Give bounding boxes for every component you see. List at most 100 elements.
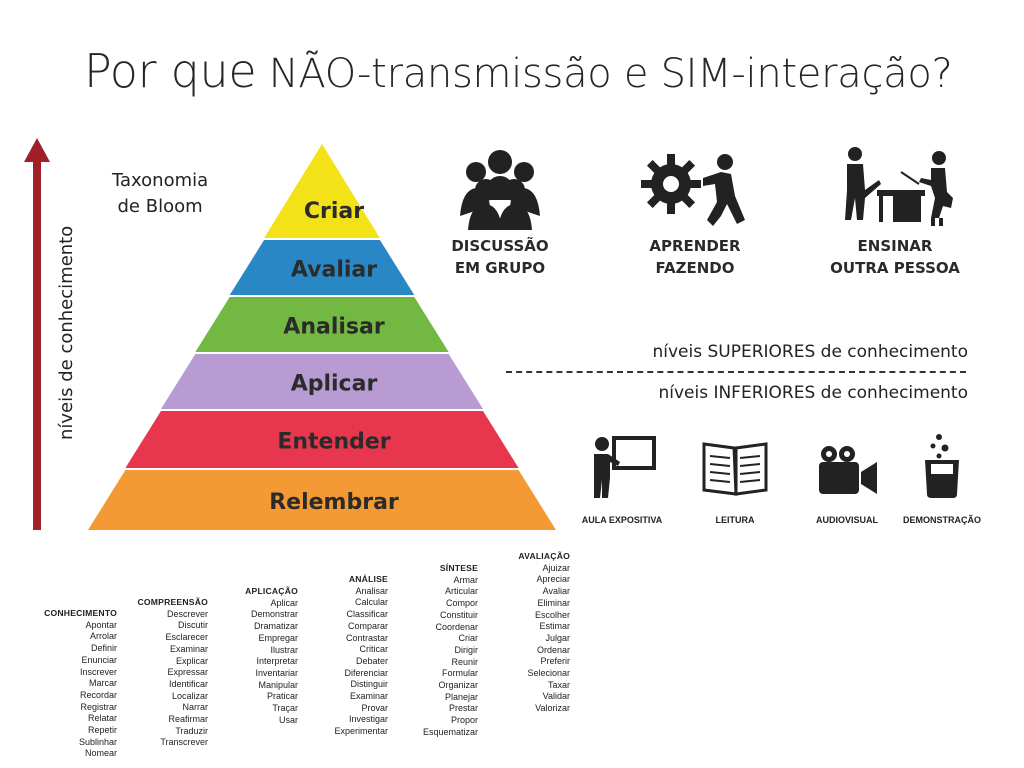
verb-item: Empregar xyxy=(258,632,298,643)
group-icon xyxy=(460,150,540,230)
taxonomy-label-line1: Taxonomia xyxy=(112,170,209,191)
verb-item: Aplicar xyxy=(270,597,298,608)
method-reading: LEITURA xyxy=(690,438,780,531)
verb-item: Esquematizar xyxy=(422,726,478,737)
verb-column-heading: CONHECIMENTO xyxy=(44,608,117,618)
verb-item: Criticar xyxy=(359,644,389,655)
verb-column-heading: AVALIAÇÃO xyxy=(518,551,570,561)
verb-item: Interpretar xyxy=(256,656,298,667)
verb-item: Propor xyxy=(450,715,478,726)
method-line1: APRENDER xyxy=(649,237,741,255)
bloom-pyramid: CriarAvaliarAnalisarAplicarEntenderRelem… xyxy=(88,144,556,530)
verb-item: Marcar xyxy=(88,678,117,689)
verb-item: Esclarecer xyxy=(165,632,208,643)
pyramid-label-avaliar: Avaliar xyxy=(291,258,377,283)
gears-worker-icon xyxy=(641,154,745,226)
verb-item: Taxar xyxy=(547,679,570,690)
taxonomy-label: Taxonomia de Bloom xyxy=(112,168,208,220)
pyramid-layer-analisar xyxy=(195,297,449,352)
verb-item: Usar xyxy=(278,714,298,725)
pyramid-label-aplicar: Aplicar xyxy=(291,372,378,397)
verb-item: Julgar xyxy=(545,632,570,643)
levels-divider xyxy=(506,371,966,373)
verb-item: Definir xyxy=(90,643,117,654)
verb-item: Distinguir xyxy=(350,679,388,690)
pyramid-label-entender: Entender xyxy=(277,430,390,455)
pyramid-label-relembrar: Relembrar xyxy=(269,490,399,515)
verb-item: Apreciar xyxy=(536,574,570,585)
verb-item: Formular xyxy=(441,668,478,679)
verb-item: Reafirmar xyxy=(168,714,208,725)
verb-item: Inscrever xyxy=(79,666,117,677)
method-group-discussion: DISCUSSÃO EM GRUPO xyxy=(440,146,560,279)
verb-item: Classificar xyxy=(346,609,388,620)
method-label: AUDIOVISUAL xyxy=(815,515,878,525)
verb-item: Debater xyxy=(355,655,388,666)
verb-item: Organizar xyxy=(438,680,478,691)
verb-column-heading: ANÁLISE xyxy=(348,574,388,584)
verb-item: Ajuizar xyxy=(542,562,570,573)
verb-item: Inventariar xyxy=(255,667,298,678)
pyramid-layer-entender xyxy=(125,411,519,468)
open-book-icon xyxy=(702,442,768,496)
verb-item: Repetir xyxy=(87,725,117,736)
y-axis-label: níveis de conhecimento xyxy=(56,225,77,440)
video-camera-icon xyxy=(819,446,877,494)
verb-item: Estimar xyxy=(539,621,570,632)
verb-column-heading: APLICAÇÃO xyxy=(245,586,298,596)
verb-item: Ordenar xyxy=(536,644,570,655)
verb-item: Nomear xyxy=(84,748,117,759)
verb-item: Apontar xyxy=(85,619,117,630)
verb-item: Articular xyxy=(444,586,478,597)
verb-item: Ilustrar xyxy=(270,644,298,655)
method-lecture: AULA EXPOSITIVA xyxy=(574,434,670,531)
verb-item: Comparar xyxy=(347,620,388,631)
verb-item: Sublinhar xyxy=(78,736,117,747)
verb-item: Manipular xyxy=(258,679,298,690)
verb-item: Discutir xyxy=(177,620,208,631)
verb-item: Validar xyxy=(542,691,570,702)
verb-column-heading: SÍNTESE xyxy=(439,563,478,573)
verb-item: Contrastar xyxy=(345,632,388,643)
verb-item: Examinar xyxy=(169,643,208,654)
verb-item: Enunciar xyxy=(81,654,117,665)
lower-levels-label: níveis INFERIORES de conhecimento xyxy=(658,383,968,403)
lecture-board-icon xyxy=(594,436,656,498)
teaching-desk-icon xyxy=(845,147,953,226)
verb-item: Reunir xyxy=(451,656,478,667)
method-line2: EM GRUPO xyxy=(454,259,546,277)
method-audiovisual: AUDIOVISUAL xyxy=(800,444,894,531)
title-rest: NÃO-transmissão e SIM-interação? xyxy=(268,51,953,97)
verb-item: Provar xyxy=(361,702,388,713)
verb-item: Criar xyxy=(458,633,479,644)
verb-item: Expressar xyxy=(167,667,208,678)
verb-item: Arrolar xyxy=(89,631,117,642)
method-line2: OUTRA PESSOA xyxy=(830,259,960,277)
verb-item: Narrar xyxy=(182,702,208,713)
verb-item: Escolher xyxy=(534,609,570,620)
verb-column-heading: COMPREENSÃO xyxy=(137,597,208,607)
method-label: AULA EXPOSITIVA xyxy=(581,515,663,525)
verb-item: Explicar xyxy=(175,655,208,666)
method-line1: ENSINAR xyxy=(857,237,933,255)
verb-item: Dramatizar xyxy=(253,621,298,632)
verb-item: Localizar xyxy=(171,690,208,701)
verb-item: Demonstrar xyxy=(250,609,298,620)
pyramid-layer-aplicar xyxy=(160,354,484,409)
pyramid-layer-relembrar xyxy=(88,470,556,530)
taxonomy-label-line2: de Bloom xyxy=(117,196,203,217)
pyramid-label-analisar: Analisar xyxy=(283,315,385,340)
verb-item: Dirigir xyxy=(454,644,479,655)
slide-title: Por que NÃO-transmissão e SIM-interação? xyxy=(84,44,953,98)
verb-item: Preferir xyxy=(540,656,570,667)
verb-item: Relatar xyxy=(87,713,117,724)
